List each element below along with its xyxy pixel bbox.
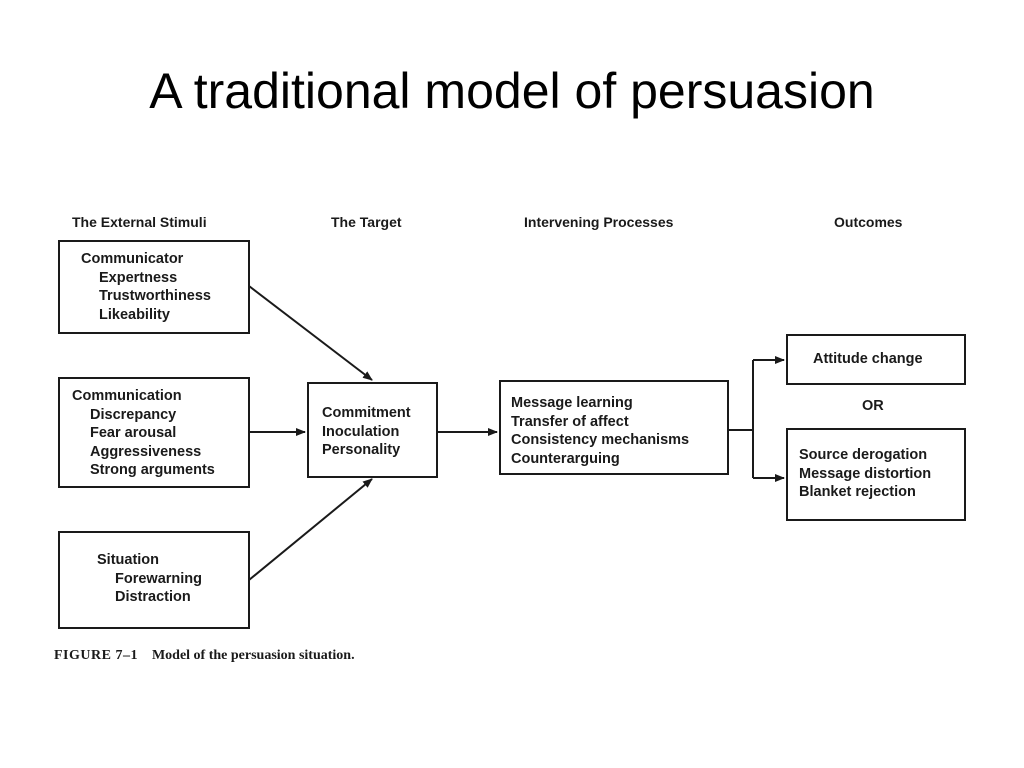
situation-item: Distraction (115, 589, 191, 605)
column-header-processes: Intervening Processes (524, 214, 674, 230)
target-box: Commitment Inoculation Personality (307, 382, 438, 478)
attitude-change-label: Attitude change (813, 351, 923, 367)
resistance-item: Blanket rejection (799, 484, 916, 500)
process-item: Consistency mechanisms (511, 432, 690, 448)
attitude-change-box: Attitude change (786, 334, 966, 385)
target-item: Commitment (322, 405, 411, 421)
column-header-target: The Target (331, 214, 402, 230)
communicator-item: Likeability (99, 306, 170, 323)
communication-item: Aggressiveness (90, 443, 202, 460)
process-item: Counterarguing (511, 450, 620, 467)
communication-heading: Communication (72, 388, 182, 404)
situation-item: Forewarning (115, 570, 203, 587)
process-item: Message learning (511, 395, 633, 411)
communication-item: Strong arguments (90, 462, 215, 478)
process-item: Transfer of affect (511, 413, 629, 430)
or-label: OR (862, 398, 884, 414)
resistance-box: Source derogation Message distortion Bla… (786, 428, 966, 521)
column-header-outcomes: Outcomes (834, 214, 903, 230)
arrow-communicator-to-target (248, 285, 373, 381)
communication-item: Discrepancy (90, 406, 177, 423)
communicator-heading: Communicator (81, 251, 184, 267)
resistance-item: Source derogation (799, 447, 928, 463)
communicator-box: Communicator Expertness Trustworthiness … (58, 240, 250, 334)
arrow-situation-to-target (248, 478, 373, 581)
figure-caption-text: Model of the persuasion situation. (151, 648, 355, 663)
column-header-stimuli: The External Stimuli (72, 214, 207, 230)
figure-number: FIGURE 7–1 (54, 648, 138, 663)
processes-box: Message learning Transfer of affect Cons… (499, 380, 729, 475)
figure-caption: FIGURE 7–1 Model of the persuasion situat… (54, 648, 355, 664)
situation-heading: Situation (97, 552, 160, 568)
slide-title: A traditional model of persuasion (149, 63, 875, 119)
communicator-item: Trustworthiness (99, 288, 211, 304)
situation-box: Situation Forewarning Distraction (58, 531, 250, 629)
resistance-item: Message distortion (799, 465, 932, 482)
communication-item: Fear arousal (90, 425, 177, 441)
communication-box: Communication Discrepancy Fear arousal A… (58, 377, 250, 488)
target-item: Personality (322, 442, 401, 458)
communicator-item: Expertness (99, 269, 178, 286)
target-item: Inoculation (322, 423, 400, 440)
